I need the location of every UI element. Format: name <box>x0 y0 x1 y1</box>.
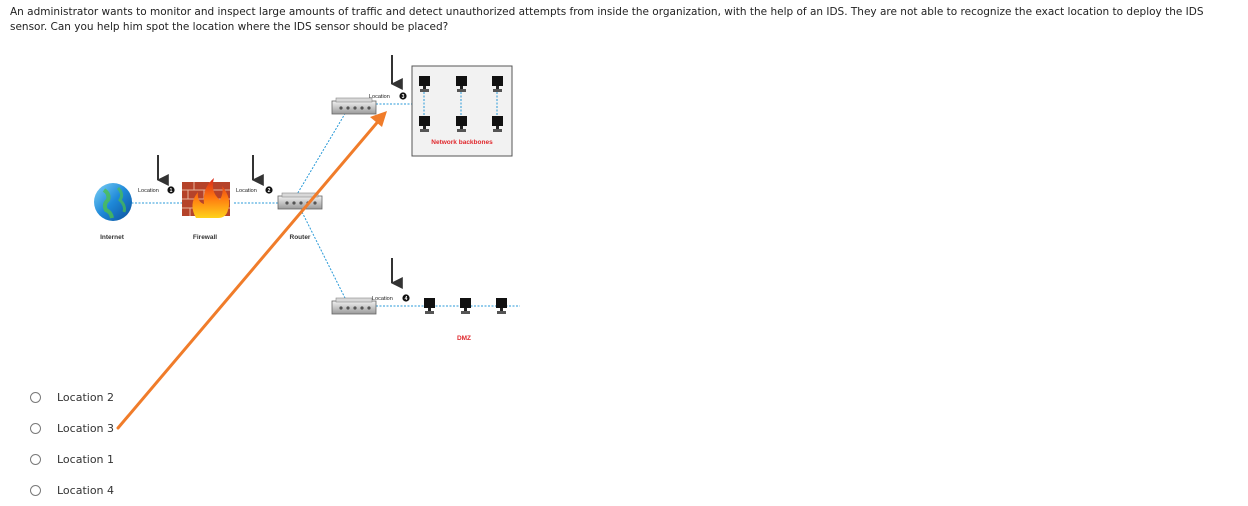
computer-icon <box>496 298 507 314</box>
link-router-bottom-hub <box>301 211 347 301</box>
dmz-switch-icon <box>331 297 377 315</box>
location-2-number: 2 <box>268 188 271 194</box>
option-location-4[interactable]: Location 4 <box>30 475 114 506</box>
radio-button[interactable] <box>30 454 41 465</box>
location-3-badge <box>399 92 407 100</box>
location-2-badge <box>265 186 273 194</box>
backbone-switch-icon <box>331 97 377 115</box>
computer-icon <box>460 298 471 314</box>
network-diagram: Internet Firewall Router Network backbon… <box>94 55 520 430</box>
network-backbones-label: Network backbones <box>431 139 493 146</box>
computer-icon <box>419 76 430 92</box>
answer-options: Location 2 Location 3 Location 1 Locatio… <box>30 382 114 506</box>
annotation-arrow <box>116 116 383 430</box>
backbone-lan-lines <box>423 92 498 116</box>
question-text: An administrator wants to monitor and in… <box>10 6 1204 33</box>
computer-icon <box>492 76 503 92</box>
link-router-top-hub <box>295 111 347 197</box>
computer-icon <box>456 116 467 132</box>
option-label: Location 3 <box>57 422 115 435</box>
option-label: Location 4 <box>57 484 115 497</box>
location-2-word: Location <box>236 188 257 194</box>
location-1-number: 1 <box>170 188 173 194</box>
location-3-number: 3 <box>402 94 405 100</box>
location-1-badge <box>167 186 175 194</box>
option-location-3[interactable]: Location 3 <box>30 413 114 444</box>
option-label: Location 1 <box>57 453 115 466</box>
option-location-1[interactable]: Location 1 <box>30 444 114 475</box>
computer-icon <box>419 116 430 132</box>
internet-globe-icon <box>94 183 132 221</box>
location-3-word: Location <box>369 94 390 100</box>
option-label: Location 2 <box>57 391 115 404</box>
radio-button[interactable] <box>30 423 41 434</box>
firewall-label: Firewall <box>193 234 217 241</box>
internet-label: Internet <box>100 234 125 241</box>
location-4-number: 4 <box>405 296 408 302</box>
option-location-2[interactable]: Location 2 <box>30 382 114 413</box>
radio-button[interactable] <box>30 485 41 496</box>
location-4-badge <box>402 294 410 302</box>
computer-icon <box>456 76 467 92</box>
router-label: Router <box>290 234 311 241</box>
dmz-label: DMZ <box>457 335 471 342</box>
firewall-icon <box>182 178 230 218</box>
location-4-word: Location <box>372 296 393 302</box>
computer-icon <box>424 298 435 314</box>
annotation-arrowhead-icon <box>370 111 387 127</box>
computer-icon <box>492 116 503 132</box>
location-1-word: Location <box>138 188 159 194</box>
radio-button[interactable] <box>30 392 41 403</box>
